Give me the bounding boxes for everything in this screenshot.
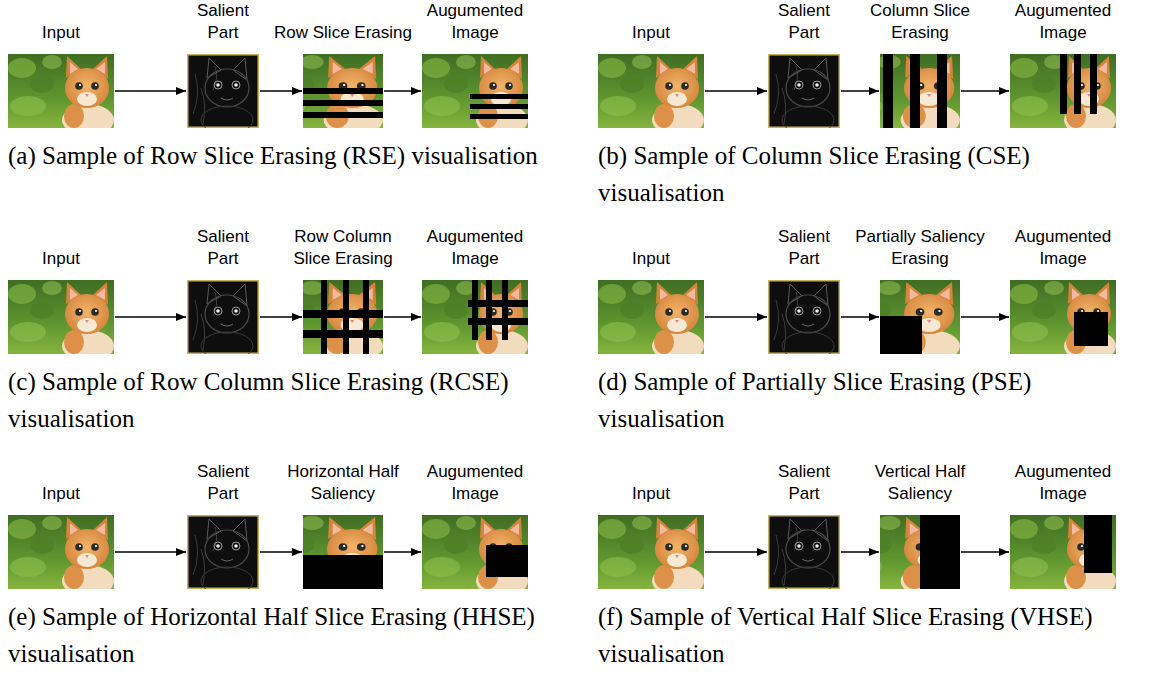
image-panel: Augumented Image (422, 54, 528, 128)
panel-heading: Input (621, 248, 681, 270)
cat-photo (598, 280, 704, 354)
flow-arrow (115, 551, 186, 552)
panel-heading: Row Column Slice Erasing (286, 226, 401, 270)
image-panel: Horizontal Half Saliency (303, 515, 383, 589)
saliency-map (187, 54, 259, 128)
saliency-map (187, 280, 259, 354)
image-panel: Salient Part (768, 54, 840, 128)
flow-arrow (705, 90, 767, 91)
image-panel: Input (598, 280, 704, 354)
cat-photo (8, 280, 114, 354)
cat-photo (1010, 54, 1116, 128)
panel-heading: Salient Part (188, 226, 258, 270)
flow-arrow (260, 316, 302, 317)
image-panel: Salient Part (768, 515, 840, 589)
flow-arrow (961, 551, 1009, 552)
image-panel: Input (8, 54, 114, 128)
image-panel: Salient Part (187, 54, 259, 128)
panel-heading: Input (621, 483, 681, 505)
image-panel: Salient Part (187, 515, 259, 589)
flow-arrow (961, 90, 1009, 91)
flow-arrow (260, 90, 302, 91)
panel-heading: Augumented Image (1011, 0, 1116, 44)
panel-heading: Column Slice Erasing (865, 0, 975, 44)
image-panel: Input (598, 54, 704, 128)
image-panel: Augumented Image (1010, 280, 1116, 354)
cat-photo (303, 280, 383, 354)
panel-heading: Input (31, 22, 91, 44)
panel-heading: Input (31, 248, 91, 270)
flow-arrow (115, 316, 186, 317)
subfigure-caption: (a) Sample of Row Slice Erasing (RSE) vi… (8, 137, 560, 174)
image-panel: Augumented Image (422, 515, 528, 589)
panel-heading: Vertical Half Saliency (865, 461, 975, 505)
image-panel: Input (8, 515, 114, 589)
flow-arrow (705, 551, 767, 552)
cat-photo (303, 54, 383, 128)
panel-heading: Augumented Image (423, 461, 528, 505)
subfigure-caption: (d) Sample of Partially Slice Erasing (P… (598, 363, 1150, 437)
panel-heading: Augumented Image (423, 0, 528, 44)
cat-photo (1010, 515, 1116, 589)
flow-arrow (841, 90, 879, 91)
panel-heading: Salient Part (188, 461, 258, 505)
panel-heading: Salient Part (769, 461, 839, 505)
image-panel: Row Column Slice Erasing (303, 280, 383, 354)
image-panel: Augumented Image (1010, 515, 1116, 589)
cat-photo (598, 515, 704, 589)
flow-arrow (705, 316, 767, 317)
flow-arrow (384, 551, 421, 552)
cat-photo (598, 54, 704, 128)
image-panel: Salient Part (187, 280, 259, 354)
saliency-map (768, 515, 840, 589)
cat-photo (8, 54, 114, 128)
panel-heading: Row Slice Erasing (268, 22, 418, 44)
image-panel: Salient Part (768, 280, 840, 354)
panel-heading: Augumented Image (423, 226, 528, 270)
panel-heading: Input (621, 22, 681, 44)
flow-arrow (384, 316, 421, 317)
cat-photo (8, 515, 114, 589)
cat-photo (880, 280, 960, 354)
panel-heading: Horizontal Half Saliency (278, 461, 408, 505)
cat-photo (880, 54, 960, 128)
saliency-map (768, 280, 840, 354)
image-panel: Input (598, 515, 704, 589)
flow-arrow (841, 316, 879, 317)
cat-photo (422, 54, 528, 128)
subfigure-caption: (e) Sample of Horizontal Half Slice Eras… (8, 598, 560, 672)
cat-photo (1010, 280, 1116, 354)
subfigure-caption: (f) Sample of Vertical Half Slice Erasin… (598, 598, 1150, 672)
panel-heading: Augumented Image (1011, 461, 1116, 505)
flow-arrow (961, 316, 1009, 317)
image-panel: Partially Saliency Erasing (880, 280, 960, 354)
cat-photo (422, 515, 528, 589)
cat-photo (880, 515, 960, 589)
panel-heading: Augumented Image (1011, 226, 1116, 270)
flow-arrow (260, 551, 302, 552)
saliency-map (768, 54, 840, 128)
image-panel: Augumented Image (1010, 54, 1116, 128)
panel-heading: Partially Saliency Erasing (845, 226, 995, 270)
cat-photo (422, 280, 528, 354)
panel-heading: Salient Part (769, 226, 839, 270)
panel-heading: Salient Part (188, 0, 258, 44)
flow-arrow (841, 551, 879, 552)
image-panel: Vertical Half Saliency (880, 515, 960, 589)
panel-heading: Salient Part (769, 0, 839, 44)
image-panel: Augumented Image (422, 280, 528, 354)
panel-heading: Input (31, 483, 91, 505)
image-panel: Input (8, 280, 114, 354)
image-panel: Column Slice Erasing (880, 54, 960, 128)
subfigure-caption: (b) Sample of Column Slice Erasing (CSE)… (598, 137, 1150, 211)
cat-photo (303, 515, 383, 589)
flow-arrow (384, 90, 421, 91)
image-panel: Row Slice Erasing (303, 54, 383, 128)
saliency-map (187, 515, 259, 589)
subfigure-caption: (c) Sample of Row Column Slice Erasing (… (8, 363, 560, 437)
flow-arrow (115, 90, 186, 91)
